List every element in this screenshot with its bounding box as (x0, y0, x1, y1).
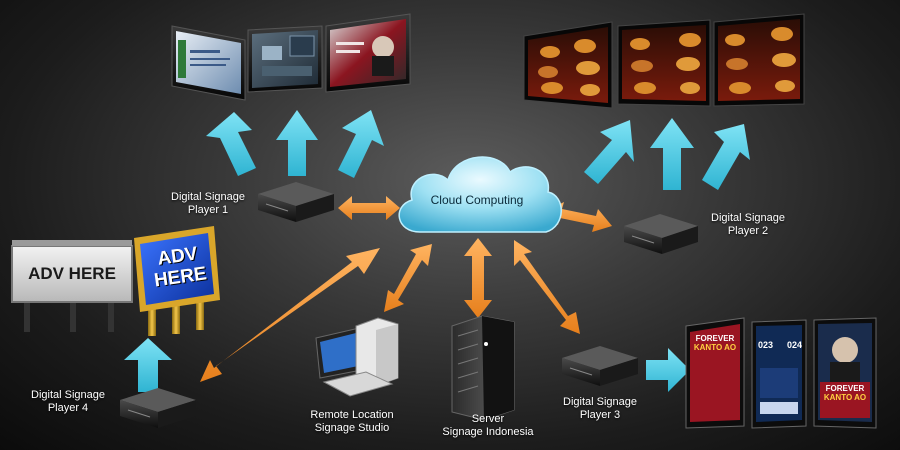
server-label: Server Signage Indonesia (430, 413, 546, 439)
portrait-screen-3 (813, 317, 877, 429)
player2-label-line1: Digital Signage (711, 212, 785, 224)
portrait-screen-2 (751, 319, 807, 429)
menu-board-2 (617, 19, 711, 107)
arrow-player1-to-monitor1 (206, 112, 256, 176)
player1-label-line1: Digital Signage (171, 191, 245, 203)
portrait-screen-1 (685, 317, 745, 429)
portrait-screen-3-text: FOREVER KANTO AO (820, 384, 870, 402)
portrait-screen-1-line2: KANTO AO (693, 343, 737, 352)
player4-label: Digital Signage Player 4 (16, 389, 120, 415)
arrow-cloud-server (464, 238, 492, 318)
desktop-computer-icon (315, 317, 399, 397)
portrait-screen-2-left: 023 (758, 340, 774, 350)
monitor-top-left-1 (171, 25, 246, 101)
player1-label-line2: Player 1 (187, 204, 229, 216)
arrow-player1-to-monitor2 (276, 110, 318, 176)
player2-label-line2: Player 2 (727, 225, 769, 237)
arrow-player2-to-menu1 (584, 120, 634, 184)
portrait-screen-3-line1: FOREVER (825, 384, 865, 393)
studio-label-line1: Remote Location (310, 409, 394, 421)
billboard-grey-text: ADV HERE (28, 264, 116, 283)
player4-label-line2: Player 4 (47, 402, 89, 414)
player4-label-line1: Digital Signage (31, 389, 105, 401)
player1-box-icon (258, 182, 334, 222)
arrow-player1-to-monitor3 (338, 110, 384, 178)
billboard-grey (11, 240, 133, 332)
studio-label: Remote Location Signage Studio (296, 409, 408, 435)
arrow-cloud-player4 (200, 248, 380, 382)
arrow-cloud-player3 (514, 240, 580, 334)
portrait-screen-3-line2: KANTO AO (823, 393, 867, 402)
player2-label: Digital Signage Player 2 (696, 212, 800, 238)
monitor-top-left-2 (247, 25, 323, 93)
server-label-line1: Server (471, 413, 505, 425)
arrow-cloud-player2 (548, 202, 612, 232)
cloud-icon (398, 156, 562, 233)
server-label-line2: Signage Indonesia (442, 426, 534, 438)
billboard-blue (134, 226, 220, 336)
arrow-player2-to-menu3 (702, 124, 750, 190)
player3-box-icon (562, 346, 638, 386)
arrow-player3-to-portrait-screens (646, 348, 690, 392)
arrow-cloud-studio (384, 244, 432, 312)
arrow-player4-to-billboards (124, 338, 172, 392)
menu-board-1 (523, 21, 613, 109)
portrait-screen-2-right: 024 (786, 340, 802, 350)
player1-label: Digital Signage Player 1 (160, 191, 256, 217)
player3-label-line1: Digital Signage (563, 396, 637, 408)
cloud-label: Cloud Computing (430, 193, 524, 207)
portrait-screen-2-text: 023 024 (758, 340, 802, 350)
monitor-top-left-3 (325, 13, 411, 93)
studio-label-line2: Signage Studio (314, 422, 390, 434)
arrow-player2-to-menu2 (650, 118, 694, 190)
portrait-screen-1-text: FOREVER KANTO AO (692, 334, 738, 352)
player2-box-icon (624, 214, 698, 254)
portrait-screen-1-line1: FOREVER (695, 334, 735, 343)
player4-box-icon (120, 388, 196, 428)
arrow-cloud-player1 (338, 196, 400, 220)
menu-board-3 (713, 13, 805, 107)
server-rack-icon (451, 315, 515, 421)
player3-label: Digital Signage Player 3 (548, 396, 652, 422)
player3-label-line2: Player 3 (579, 409, 621, 421)
